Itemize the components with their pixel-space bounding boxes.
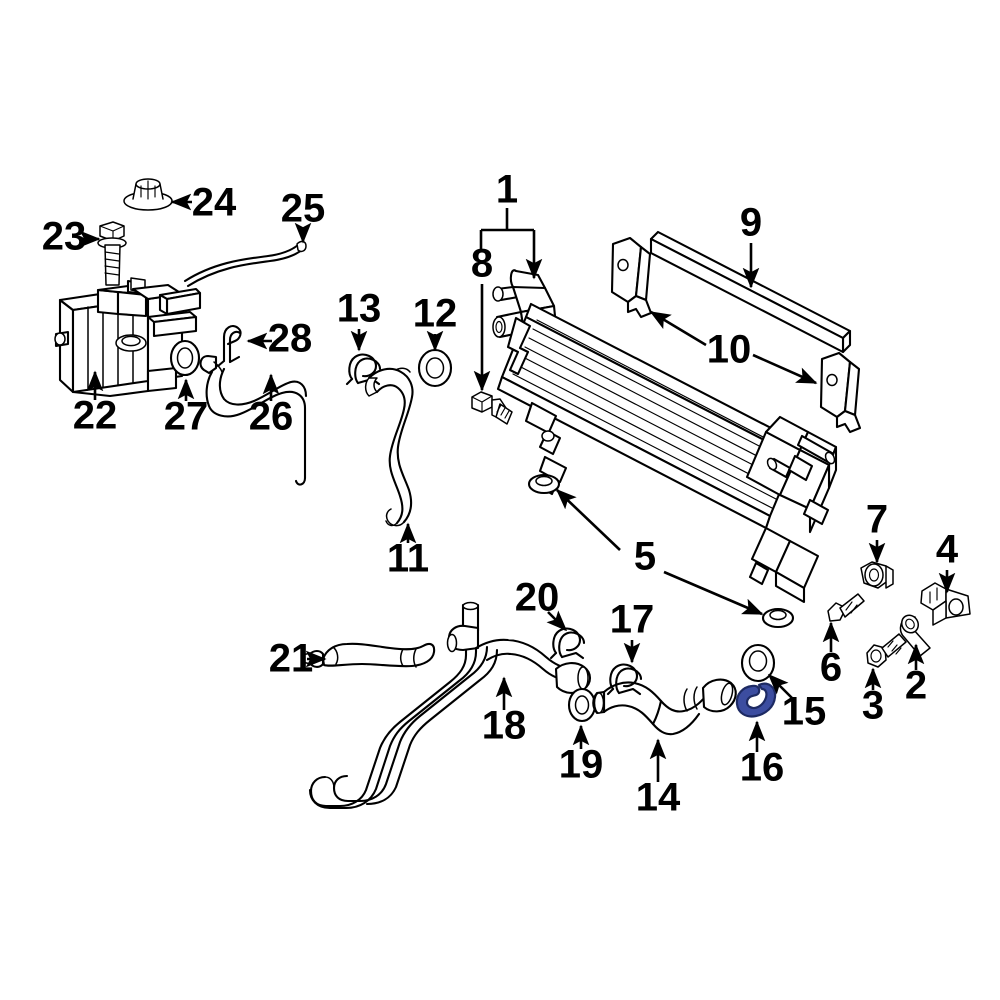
part-spring-hose-clamp-17 xyxy=(606,663,643,696)
part-lower-radiator-hose xyxy=(592,678,737,736)
callout-number-23: 23 xyxy=(42,215,87,259)
part-spring-hose-clamp-20 xyxy=(549,627,586,660)
part-mounting-stud-pin xyxy=(827,593,865,622)
part-overflow-vent-tube xyxy=(183,240,307,288)
callout-number-21: 21 xyxy=(269,637,314,681)
part-spring-clamp-small xyxy=(216,324,242,368)
part-tank-grommet-seal xyxy=(169,339,201,377)
callout-number-3: 3 xyxy=(862,684,884,728)
callout-number-19: 19 xyxy=(559,743,604,787)
part-hose-seal-ring xyxy=(740,643,776,683)
part-expansion-tank-cap xyxy=(123,178,173,211)
callout-number-2: 2 xyxy=(905,664,927,708)
part-radiator-mount-grommet-lower xyxy=(761,607,795,629)
part-ground-strap-eyelet xyxy=(899,614,931,657)
part-hose-o-ring xyxy=(417,348,453,388)
callout-number-11: 11 xyxy=(387,537,429,581)
callout-number-8: 8 xyxy=(471,242,493,286)
part-radiator-upper-bracket-left xyxy=(610,236,653,319)
part-coolant-supply-hose xyxy=(199,354,308,486)
part-flange-nut xyxy=(860,561,894,589)
callout-number-17: 17 xyxy=(610,598,655,642)
callout-number-28: 28 xyxy=(268,317,313,361)
callout-number-7: 7 xyxy=(866,498,888,542)
part-hose-retaining-clip-highlighted xyxy=(735,682,777,718)
part-radiator-mount-grommet-upper xyxy=(527,473,561,495)
callout-number-16: 16 xyxy=(740,746,785,790)
part-bypass-hose xyxy=(301,642,436,668)
part-radiator-assembly xyxy=(492,269,838,604)
callout-number-20: 20 xyxy=(515,576,560,620)
callout-number-15: 15 xyxy=(782,690,827,734)
callout-number-4: 4 xyxy=(936,528,959,572)
callout-number-27: 27 xyxy=(164,395,209,439)
part-heater-hose-tube-assembly xyxy=(308,601,592,810)
callout-number-12: 12 xyxy=(413,292,458,336)
callout-number-18: 18 xyxy=(482,704,527,748)
part-coolant-expansion-tank xyxy=(54,277,202,398)
callout-number-5: 5 xyxy=(634,535,656,579)
callout-number-22: 22 xyxy=(73,394,118,438)
part-heater-hose-o-ring xyxy=(567,687,597,723)
part-tank-mounting-bolt xyxy=(97,221,127,286)
callout-number-26: 26 xyxy=(249,395,294,439)
part-bolt-small xyxy=(866,633,907,668)
part-radiator-mounting-bolt xyxy=(471,391,513,425)
callout-number-24: 24 xyxy=(192,181,237,225)
callout-number-25: 25 xyxy=(281,187,326,231)
callout-number-1: 1 xyxy=(496,168,518,212)
part-radiator-upper-bracket-right xyxy=(819,351,862,434)
callout-number-6: 6 xyxy=(820,646,842,690)
part-upper-radiator-hose xyxy=(364,367,414,527)
callout-leaders xyxy=(79,193,956,782)
part-coolant-level-sensor xyxy=(920,582,971,626)
callout-number-13: 13 xyxy=(337,287,382,331)
callout-number-14: 14 xyxy=(636,776,681,820)
callout-number-10: 10 xyxy=(707,328,752,372)
callout-number-9: 9 xyxy=(740,201,762,245)
